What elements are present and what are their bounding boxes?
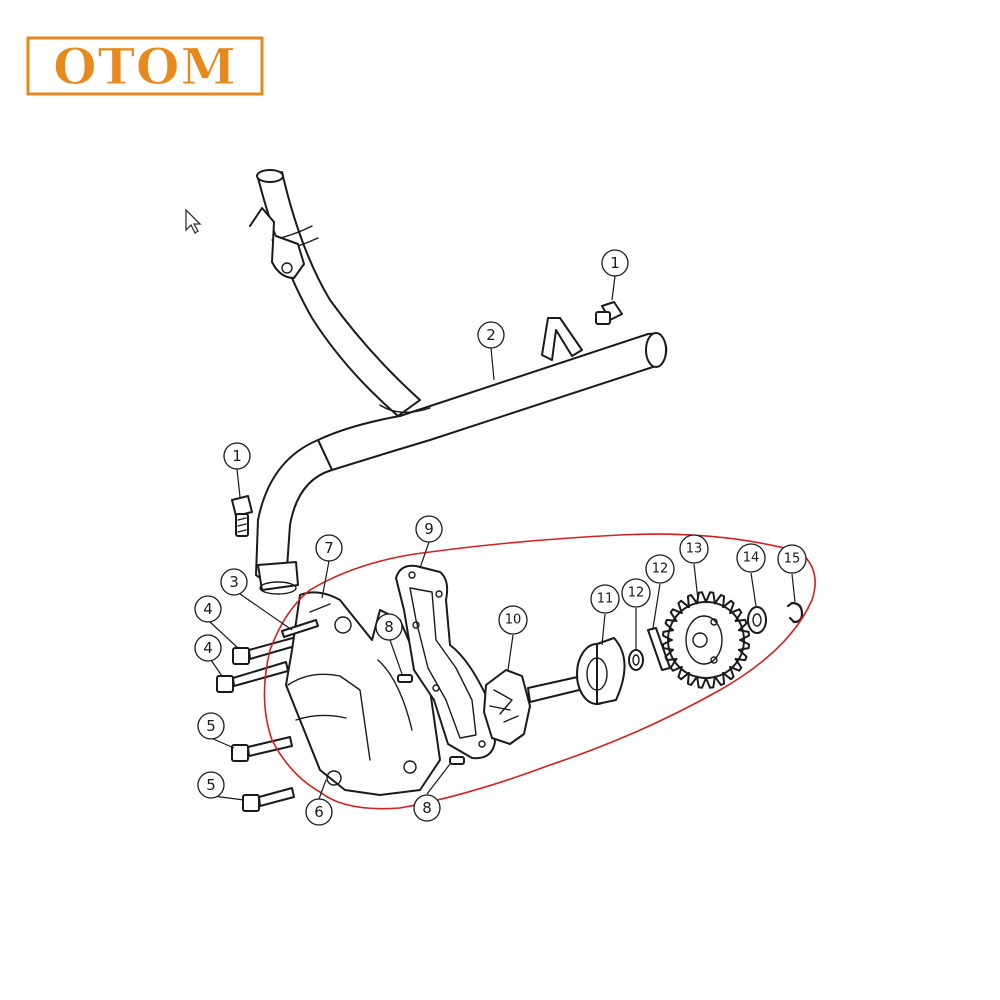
gear-tooth [664,618,678,632]
gear-tooth [734,618,748,632]
callout-label: 8 [422,799,432,817]
otom-logo: OTOM [26,36,264,97]
callout-label: 9 [424,520,434,538]
callout-15: 15 [777,544,807,574]
callout-8-lower: 8 [413,794,441,822]
callout-label: 8 [384,618,394,636]
bolt-part-1-lower [231,495,253,537]
callout-label: 7 [324,539,334,557]
callout-label: 11 [597,592,614,607]
callout-4-upper: 4 [194,595,222,623]
washer-part-12-outer [747,606,767,634]
callout-label: 12 [652,562,669,577]
callout-label: 2 [486,326,496,344]
callout-7: 7 [315,534,343,562]
callout-8-upper: 8 [375,613,403,641]
gasket-part-9 [395,564,496,760]
leader-lines [209,275,796,801]
callout-2: 2 [477,321,505,349]
washer-part-12-inner [628,649,644,671]
dowel-pin-part-8-upper [397,674,413,683]
gear-tooth [738,629,750,641]
callout-12-outer: 14 [736,543,766,573]
callout-14: 13 [679,534,709,564]
gear-tooth [729,658,743,672]
callout-label: 5 [206,776,216,794]
callout-label: 12 [628,586,645,601]
gear-tooth [677,599,690,615]
callout-label: 1 [232,447,242,465]
gear-tooth [686,671,699,686]
gear-tooth [669,658,683,672]
gear-tooth [705,675,716,689]
callout-label: 10 [505,613,522,628]
gear-tooth [696,675,707,689]
pin-part-3 [281,619,319,638]
callout-label: 14 [743,551,760,566]
bearing-part-11 [576,637,626,705]
gear-tooth [713,671,726,686]
bolt-part-4-upper [232,635,303,665]
bolt-part-4-lower [216,661,289,693]
logo-frame [26,36,264,96]
callout-label: 5 [206,717,216,735]
coolant-pipe-assembly [249,169,668,595]
bolt-part-5-upper [231,736,293,762]
callout-12-inner: 12 [621,578,651,608]
callout-10: 10 [498,605,528,635]
circlip-part-15 [786,601,804,624]
gear-tooth [669,608,683,622]
gear-tooth [738,639,750,651]
gear-tooth [734,648,748,662]
callout-11: 11 [590,584,620,614]
callout-label: 6 [314,803,324,821]
callout-label: 3 [229,573,239,591]
gear-tooth [677,665,690,681]
gear-tooth [662,639,674,651]
pump-housing-part-6 [285,591,441,796]
dowel-pin-part-8-lower [449,756,465,765]
gear-tooth [729,608,743,622]
bolt-part-5-lower [242,787,295,812]
callout-3: 3 [220,568,248,596]
highlight-outline [263,533,816,810]
callout-label: 13 [686,542,703,557]
callout-5-upper: 5 [197,712,225,740]
gear-tooth [686,594,699,609]
logo-wordmark: OTOM [53,37,237,96]
gear-tooth [664,648,678,662]
callout-1-upper: 1 [601,249,629,277]
gear-tooth [705,591,716,605]
callout-1-lower: 1 [223,442,251,470]
gear-tooth [713,594,726,609]
callout-5-lower: 5 [197,771,225,799]
callout-label: 15 [784,552,801,567]
callout-4-lower: 4 [194,634,222,662]
callout-9: 9 [415,515,443,543]
callout-13: 12 [645,554,675,584]
gear-tooth [722,665,735,681]
callout-label: 4 [203,600,213,618]
bolt-part-1-upper [595,301,623,325]
gear-tooth [662,629,674,641]
callout-6: 6 [305,798,333,826]
callout-label: 1 [610,254,620,272]
gear-part-14 [662,591,750,689]
arrow-cursor-icon [185,208,202,234]
gear-tooth [722,599,735,615]
callout-label: 4 [203,639,213,657]
